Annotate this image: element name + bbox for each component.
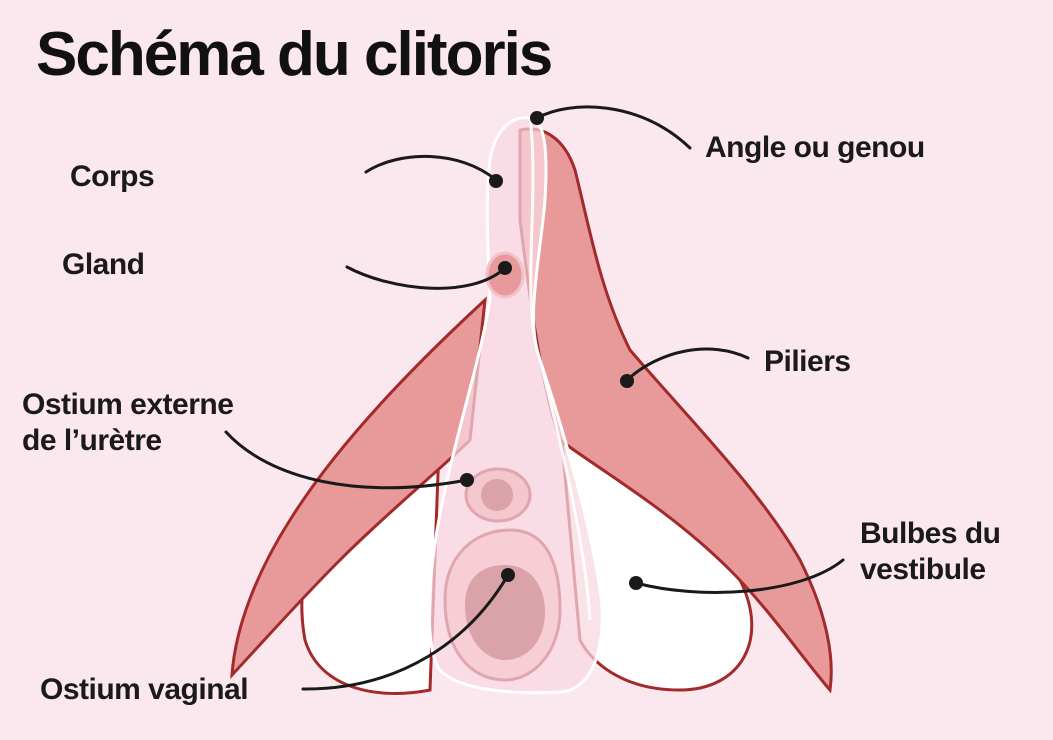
label-bulbes-line1: Bulbes du	[860, 517, 1001, 550]
leader-corps	[364, 154, 498, 182]
dot-bulbes	[629, 576, 643, 590]
body-inner-stroke	[528, 117, 592, 621]
label-angle: Angle ou genou	[705, 131, 925, 164]
label-bulbes: Bulbes du vestibule	[860, 516, 1001, 588]
label-corps: Corps	[70, 160, 155, 193]
dot-ostium-vaginal	[501, 568, 515, 582]
leader-piliers	[625, 347, 750, 382]
leader-angle	[535, 105, 692, 150]
leader-ostium-uretre	[224, 430, 469, 490]
dot-angle	[530, 111, 544, 125]
dot-ostium-uretre	[460, 473, 474, 487]
label-ostium-uretre: Ostium externe de l’urètre	[22, 387, 234, 459]
dot-gland	[498, 261, 512, 275]
leader-ostium-vaginal	[301, 573, 510, 691]
label-piliers: Piliers	[764, 345, 851, 378]
label-bulbes-line2: vestibule	[860, 553, 986, 586]
dot-piliers	[620, 374, 634, 388]
label-ostium-uretre-line1: Ostium externe	[22, 388, 234, 421]
dot-corps	[489, 174, 503, 188]
label-gland: Gland	[62, 248, 145, 281]
leader-bulbes	[634, 558, 845, 594]
label-ostium-uretre-line2: de l’urètre	[22, 424, 162, 457]
label-ostium-vaginal: Ostium vaginal	[40, 673, 249, 706]
diagram-title: Schéma du clitoris	[36, 20, 553, 89]
leader-gland	[345, 265, 507, 290]
